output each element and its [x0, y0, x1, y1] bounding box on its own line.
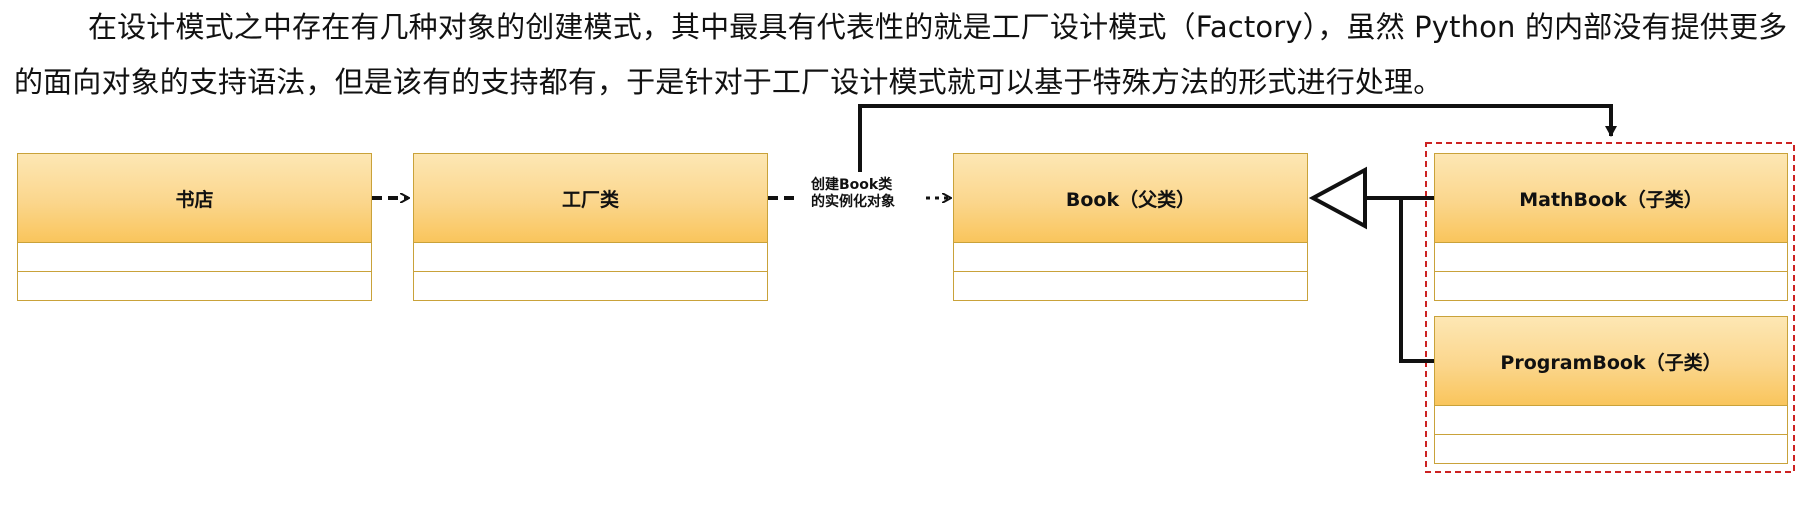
class-book: Book（父类）	[953, 153, 1308, 301]
class-programbook-name: ProgramBook（子类）	[1435, 317, 1787, 406]
class-programbook: ProgramBook（子类）	[1434, 316, 1788, 464]
class-bookstore-methods	[18, 272, 371, 300]
class-factory: 工厂类	[413, 153, 768, 301]
subclass-group-border	[1425, 142, 1795, 473]
edge-label: 创建Book类 的实例化对象	[809, 177, 897, 211]
class-mathbook: MathBook（子类）	[1434, 153, 1788, 301]
class-book-attributes	[954, 243, 1307, 272]
class-book-methods	[954, 272, 1307, 300]
class-bookstore-attributes	[18, 243, 371, 272]
inheritance-triangle	[1308, 166, 1367, 230]
class-factory-name: 工厂类	[414, 154, 767, 243]
class-bookstore-name: 书店	[18, 154, 371, 243]
class-factory-attributes	[414, 243, 767, 272]
edge-top-connector	[858, 104, 1617, 172]
class-programbook-methods	[1435, 435, 1787, 463]
class-mathbook-name: MathBook（子类）	[1435, 154, 1787, 243]
class-programbook-attributes	[1435, 406, 1787, 435]
class-book-name: Book（父类）	[954, 154, 1307, 243]
class-mathbook-methods	[1435, 272, 1787, 300]
class-bookstore: 书店	[17, 153, 372, 301]
edge-label-line2: 的实例化对象	[811, 194, 895, 210]
class-factory-methods	[414, 272, 767, 300]
edge-label-line1: 创建Book类	[811, 177, 893, 193]
edge-inherit-program	[1399, 198, 1435, 363]
intro-paragraph: 在设计模式之中存在有几种对象的创建模式，其中最具有代表性的就是工厂设计模式（Fa…	[14, 10, 1788, 99]
class-mathbook-attributes	[1435, 243, 1787, 272]
